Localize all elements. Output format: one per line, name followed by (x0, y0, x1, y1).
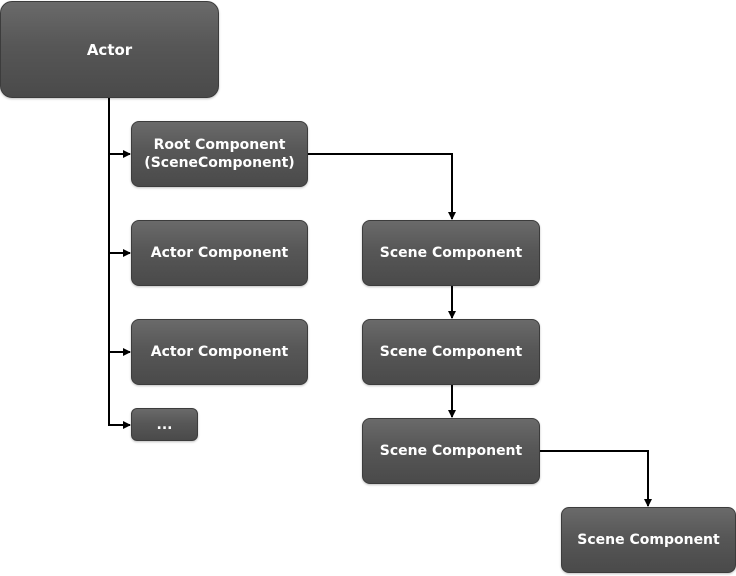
scene-component-node-1: Scene Component (362, 220, 540, 286)
edge-root-component-to-scene-component-1 (301, 150, 456, 220)
actor-component-node-1: Actor Component (131, 220, 308, 286)
root-component-node: Root Component (SceneComponent) (131, 121, 308, 187)
scene-component-node-2: Scene Component (362, 319, 540, 385)
edge-scene-component-3-to-4 (533, 447, 652, 507)
actor-component-node-2: Actor Component (131, 319, 308, 385)
actor-node: Actor (0, 1, 219, 98)
ellipsis-node: ... (131, 408, 198, 441)
scene-component-node-3: Scene Component (362, 418, 540, 484)
scene-component-node-4: Scene Component (561, 507, 736, 573)
